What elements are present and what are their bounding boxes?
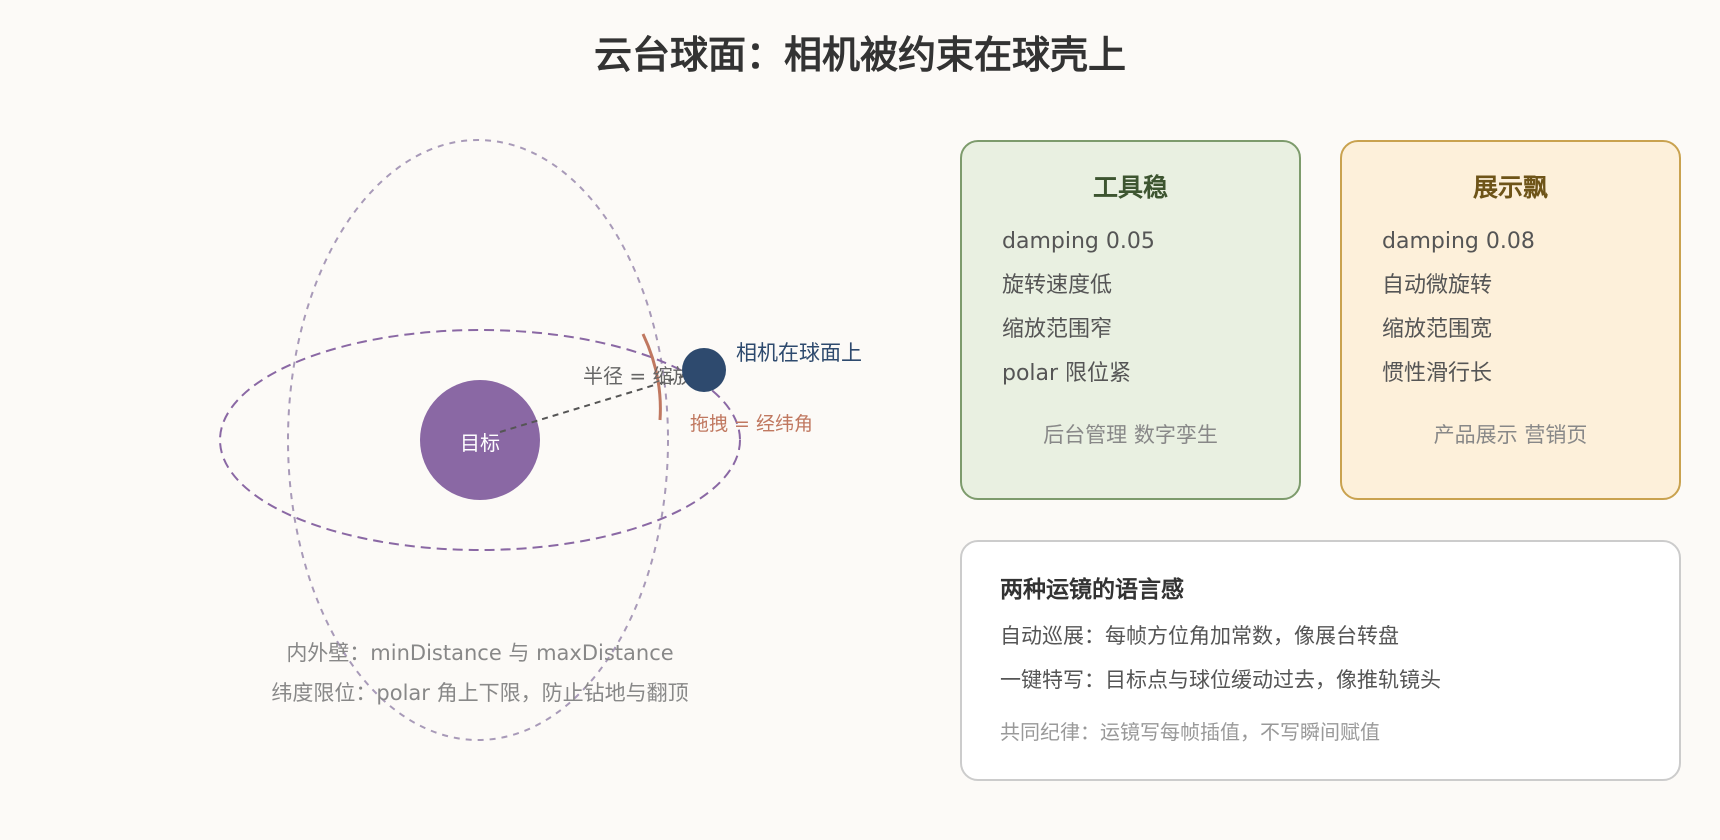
drag-arc (641, 333, 662, 421)
camera-label: 相机在球面上 (736, 341, 862, 365)
tool-card-footer: 后台管理 数字孪生 (1043, 423, 1218, 447)
equator-ellipse (219, 329, 741, 551)
tool-card-list: damping 0.05 旋转速度低 缩放范围窄 polar 限位紧 (1002, 220, 1155, 396)
list-item: damping 0.05 (1002, 229, 1155, 254)
show-card-list: damping 0.08 自动微旋转 缩放范围宽 惯性滑行长 (1382, 220, 1535, 396)
list-item: damping 0.08 (1382, 229, 1535, 254)
meridian-ellipse (287, 139, 669, 741)
polar-caption: 纬度限位：polar 角上下限，防止钻地与翻顶 (271, 681, 688, 705)
distance-caption: 内外壁：minDistance 与 maxDistance (286, 641, 673, 665)
tool-card-title: 工具稳 (1092, 173, 1168, 202)
show-card-title: 展示飘 (1472, 173, 1548, 202)
show-float-card: 展示飘 damping 0.08 自动微旋转 缩放范围宽 惯性滑行长 产品展示 … (1340, 140, 1681, 500)
list-item: polar 限位紧 (1002, 361, 1132, 386)
closeup-line: 一键特写：目标点与球位缓动过去，像推轨镜头 (1000, 668, 1441, 692)
list-item: 缩放范围窄 (1002, 317, 1113, 342)
orbit-diagram: 目标 半径 = 缩放 相机在球面上 拖拽 = 经纬角 内外壁：minDistan… (219, 139, 862, 741)
camera-dot (682, 348, 726, 392)
target-label: 目标 (460, 431, 500, 455)
tool-stable-card: 工具稳 damping 0.05 旋转速度低 缩放范围窄 polar 限位紧 后… (960, 140, 1301, 500)
discipline-note: 共同纪律：运镜写每帧插值，不写瞬间赋值 (1000, 720, 1380, 744)
radius-line (499, 369, 705, 433)
movement-card-title: 两种运镜的语言感 (1000, 577, 1184, 603)
show-card-footer: 产品展示 营销页 (1433, 423, 1588, 447)
target-sphere (420, 380, 540, 500)
list-item: 惯性滑行长 (1382, 361, 1493, 386)
drag-label: 拖拽 = 经纬角 (690, 413, 813, 435)
page-title: 云台球面：相机被约束在球壳上 (593, 33, 1126, 77)
list-item: 自动微旋转 (1382, 273, 1493, 298)
list-item: 旋转速度低 (1002, 273, 1113, 298)
auto-tour-line: 自动巡展：每帧方位角加常数，像展台转盘 (1000, 624, 1399, 648)
list-item: 缩放范围宽 (1382, 317, 1493, 342)
camera-movement-card: 两种运镜的语言感 自动巡展：每帧方位角加常数，像展台转盘 一键特写：目标点与球位… (960, 540, 1681, 781)
radius-label: 半径 = 缩放 (583, 364, 692, 388)
